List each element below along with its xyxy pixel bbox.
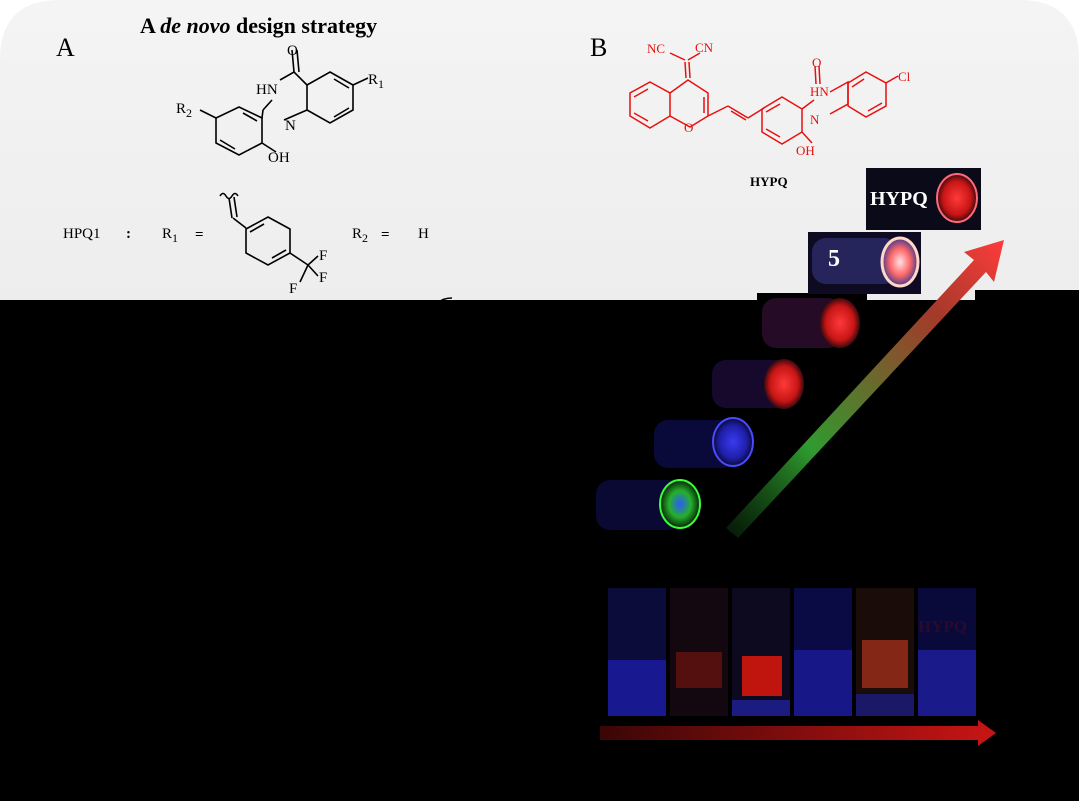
cuvette-2	[670, 588, 728, 716]
atom-label: OH	[268, 150, 290, 166]
atom-label: OH	[796, 143, 815, 158]
horizontal-arrow	[600, 720, 996, 746]
atom-label: Cl	[898, 69, 911, 84]
hpq1-equals-2: =	[381, 227, 390, 243]
cuvette-6: HYPQ	[918, 588, 976, 716]
cuvette-row: HYPQ	[608, 588, 976, 716]
atom-label: O	[684, 120, 693, 135]
atom-label: N	[285, 118, 296, 134]
panel-a-title: A de novo design strategy	[140, 13, 377, 38]
hpq1-r1: R1	[162, 226, 178, 245]
hypq-atom-labels: NC CN O O HN N OH Cl	[647, 40, 911, 158]
panel-a: A A de novo design strategy O	[56, 13, 453, 319]
atom-label: N	[810, 112, 820, 127]
cuvette-1	[608, 588, 666, 716]
scaffold-structure	[199, 49, 369, 156]
cuvette-3	[732, 588, 790, 716]
cuvette-5	[856, 588, 914, 716]
atom-label: CN	[695, 40, 714, 55]
styryl-cf3-structure	[219, 192, 319, 283]
black-photo-area	[0, 290, 1079, 801]
panel-b: B	[590, 33, 911, 189]
vial-green	[596, 479, 701, 530]
hpq1-name: HPQ1	[63, 226, 101, 242]
hypq-structure	[629, 52, 899, 145]
hpq1-equals: =	[195, 227, 204, 243]
r2-label: R2	[176, 101, 192, 120]
hpq1-colon: :	[126, 226, 131, 242]
atom-label: HN	[810, 84, 829, 99]
vial-red-2	[712, 359, 804, 409]
fluorine-label: F	[319, 270, 327, 286]
fluorine-label: F	[289, 281, 297, 297]
hypq-caption: HYPQ	[750, 174, 788, 189]
vial-blue	[654, 417, 754, 468]
atom-label: O	[287, 43, 298, 59]
hpq1-r2: R2	[352, 226, 368, 245]
hpq1-r2-value: H	[418, 226, 429, 242]
atom-label: O	[812, 55, 821, 70]
panel-b-letter: B	[590, 33, 607, 62]
diagonal-arrow	[726, 240, 1004, 538]
vial-label-hypq: HYPQ	[870, 188, 928, 210]
hpq1-definition: HPQ1 : R1 = R2 = H F F F	[63, 192, 453, 319]
vial-red-1	[762, 298, 860, 348]
r1-label: R1	[368, 72, 384, 91]
fluorine-label: F	[319, 248, 327, 264]
atom-label: HN	[256, 82, 278, 98]
panel-a-letter: A	[56, 33, 75, 62]
atom-label: NC	[647, 41, 665, 56]
cuvette-4	[794, 588, 852, 716]
vial-photo-hypq: HYPQ	[866, 168, 981, 230]
vial-label-5: 5	[828, 246, 840, 272]
vial-photo-5: 5	[808, 232, 921, 294]
scaffold-atom-labels: O HN N OH R1 R2	[176, 43, 384, 166]
cuvette-label-hypq: HYPQ	[918, 617, 967, 636]
